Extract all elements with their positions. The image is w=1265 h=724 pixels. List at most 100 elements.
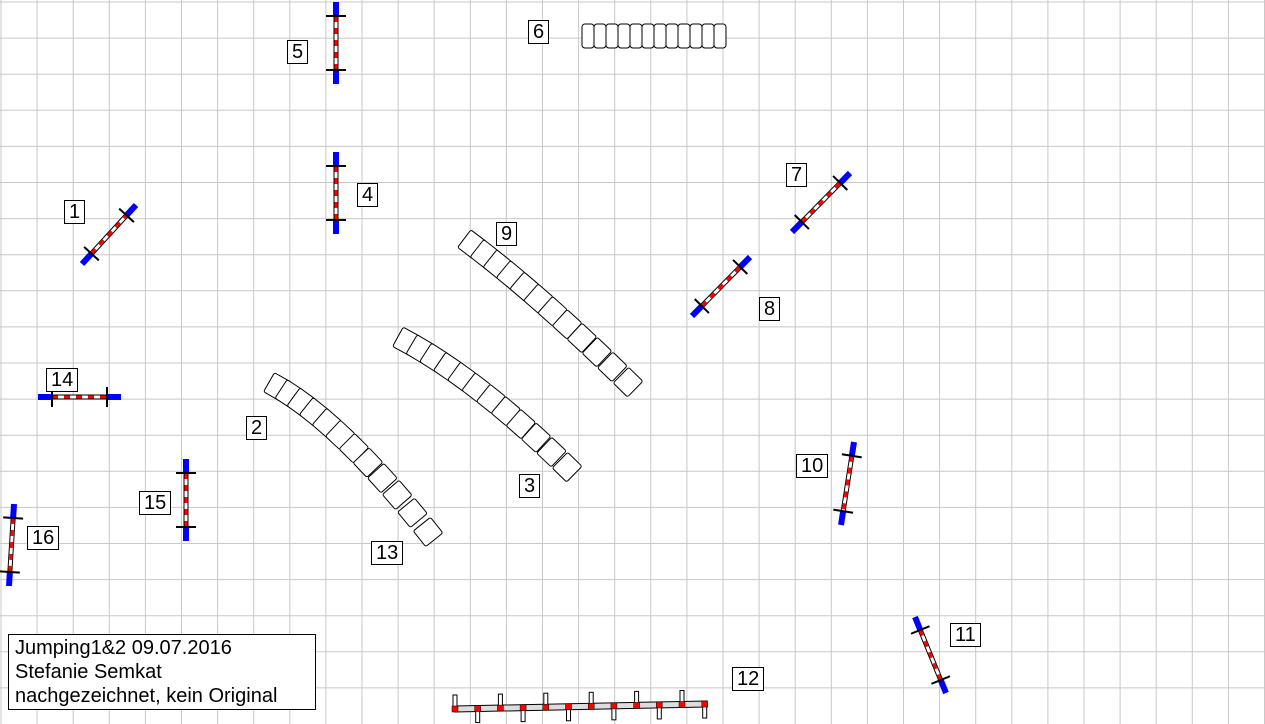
jump-11 bbox=[910, 615, 951, 695]
obstacle-label-16: 16 bbox=[27, 526, 60, 550]
connector bbox=[701, 700, 708, 708]
obstacle-label-14: 14 bbox=[46, 368, 79, 392]
tunnel-segment bbox=[397, 498, 427, 528]
jump-wing bbox=[838, 170, 853, 186]
jump-1 bbox=[79, 202, 139, 267]
jump-pole bbox=[693, 298, 710, 314]
jump-15 bbox=[176, 459, 196, 541]
jump-wing bbox=[124, 202, 139, 218]
jump-bar-stripes bbox=[8, 517, 15, 573]
plank bbox=[454, 700, 708, 713]
tunnel-segment bbox=[677, 23, 691, 49]
jump-16 bbox=[0, 503, 24, 587]
jump-pole bbox=[0, 570, 20, 574]
course-legend: Jumping1&2 09.07.2016 Stefanie Semkat na… bbox=[8, 634, 316, 710]
obstacle-label-1: 1 bbox=[64, 200, 86, 224]
tunnel-2-13 bbox=[263, 372, 443, 547]
connector bbox=[519, 704, 527, 711]
connector bbox=[610, 702, 618, 710]
jump-pole bbox=[118, 207, 135, 223]
obstacle-label-6: 6 bbox=[528, 20, 550, 44]
jump-bar-stripes bbox=[90, 214, 128, 255]
tunnel-3 bbox=[392, 327, 582, 482]
jump-8 bbox=[689, 254, 753, 319]
connector bbox=[565, 703, 572, 710]
connector bbox=[633, 702, 640, 709]
obstacle-label-15: 15 bbox=[139, 491, 172, 515]
jump-wing bbox=[10, 503, 17, 519]
jump-wing bbox=[838, 510, 847, 526]
obstacle-label-2: 2 bbox=[246, 416, 268, 440]
jump-wing bbox=[912, 615, 924, 632]
tunnel-segment bbox=[713, 23, 727, 49]
jump-pole bbox=[732, 259, 749, 275]
tunnel-segment bbox=[581, 23, 595, 49]
obstacle-12 bbox=[451, 690, 708, 724]
tunnel-segment bbox=[353, 448, 383, 478]
jump-wing bbox=[689, 303, 704, 319]
obstacle-label-10: 10 bbox=[796, 454, 829, 478]
connector bbox=[451, 705, 459, 713]
tunnel-segment bbox=[613, 367, 643, 397]
tunnel-segment bbox=[605, 23, 619, 49]
tunnel-segment bbox=[653, 23, 667, 49]
tunnel-segment bbox=[582, 337, 612, 367]
connector bbox=[678, 701, 686, 708]
jump-bar-stripes bbox=[841, 455, 854, 512]
obstacle-label-8: 8 bbox=[759, 297, 781, 321]
obstacle-label-13: 13 bbox=[371, 541, 404, 565]
obstacle-label-5: 5 bbox=[287, 40, 309, 64]
legend-title: Jumping1&2 09.07.2016 bbox=[15, 637, 232, 659]
tunnel-segment bbox=[689, 23, 703, 49]
tunnel-segment bbox=[617, 23, 631, 49]
tunnel-segment bbox=[367, 463, 397, 493]
jump-10 bbox=[833, 441, 862, 526]
legend-note: nachgezeichnet, kein Original bbox=[15, 685, 278, 707]
tunnel-segment bbox=[665, 23, 679, 49]
obstacle-label-12: 12 bbox=[732, 667, 765, 691]
jump-bar-stripes bbox=[918, 629, 943, 681]
connector bbox=[542, 703, 550, 711]
tunnel-segment bbox=[567, 323, 597, 353]
jump-wing bbox=[937, 678, 949, 695]
legend-author: Stefanie Semkat bbox=[15, 661, 162, 683]
tunnel-segment bbox=[641, 23, 655, 49]
tunnel-segment bbox=[593, 23, 607, 49]
jump-pole bbox=[793, 214, 810, 230]
jump-pole bbox=[841, 453, 862, 459]
tunnel-segment bbox=[413, 517, 443, 547]
jump-5 bbox=[326, 2, 346, 84]
jump-4 bbox=[326, 152, 346, 234]
jump-wing bbox=[79, 251, 94, 267]
obstacle-label-7: 7 bbox=[786, 163, 808, 187]
tunnel-9 bbox=[457, 230, 643, 397]
jump-wing bbox=[789, 219, 804, 235]
connector bbox=[656, 701, 663, 709]
connector bbox=[474, 705, 481, 712]
tunnel-segment bbox=[382, 480, 412, 510]
obstacle-label-3: 3 bbox=[519, 474, 541, 498]
jump-pole bbox=[832, 175, 849, 191]
tunnel-segment bbox=[701, 23, 715, 49]
jump-pole bbox=[3, 516, 24, 520]
jump-wing bbox=[738, 254, 753, 270]
obstacle-label-9: 9 bbox=[496, 222, 518, 246]
jump-14 bbox=[38, 387, 121, 407]
tunnel-segment bbox=[552, 452, 582, 482]
jump-bar-stripes bbox=[700, 265, 742, 308]
jump-7 bbox=[789, 170, 853, 235]
jump-pole bbox=[833, 508, 854, 514]
jump-pole bbox=[931, 675, 951, 685]
connector bbox=[587, 703, 595, 710]
obstacle-label-11: 11 bbox=[950, 623, 981, 647]
jump-bar-stripes bbox=[800, 181, 842, 224]
tunnel-segment bbox=[536, 437, 566, 467]
tunnel-6 bbox=[581, 23, 727, 49]
jump-pole bbox=[910, 625, 930, 635]
jump-pole bbox=[83, 246, 100, 262]
tunnel-segment bbox=[629, 23, 643, 49]
obstacle-label-4: 4 bbox=[357, 183, 379, 207]
